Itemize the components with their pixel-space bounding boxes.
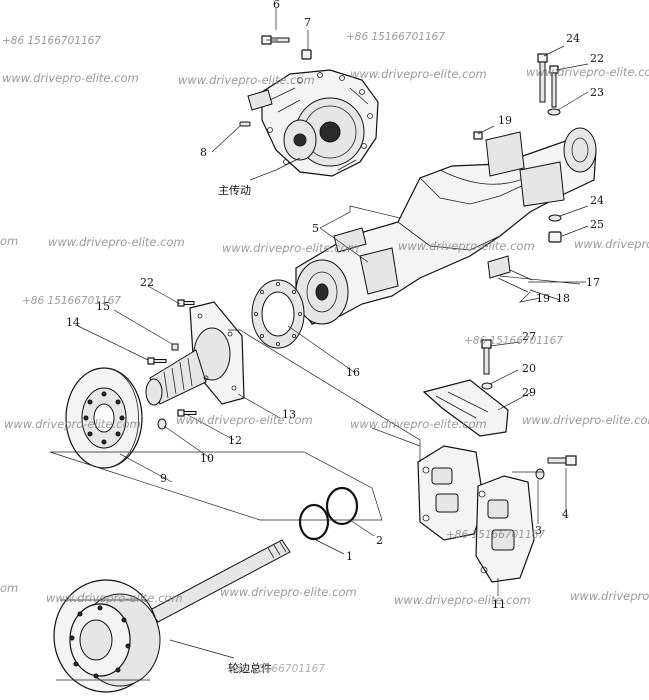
- bolt-23: [177, 299, 195, 307]
- pin-8: [239, 121, 251, 127]
- bracket-29: [422, 379, 509, 437]
- bolt-15: [171, 343, 179, 351]
- callout-4: 4: [562, 508, 569, 521]
- bolt-28: [481, 339, 492, 375]
- watermark-site: www.drivepro-elite.com: [574, 237, 649, 251]
- brake-disc-9: [65, 367, 143, 469]
- callout-23: 22: [140, 276, 154, 289]
- watermark-phone: +86 15166701167: [464, 335, 563, 347]
- watermark-site-fragment: om: [0, 581, 18, 595]
- callout-15: 15: [96, 300, 110, 313]
- callout-29: 29: [522, 386, 536, 399]
- callout-19: 19: [536, 292, 550, 305]
- watermark-phone: +86 15166701167: [346, 31, 445, 43]
- watermark-site: www.drivepro-elite.com: [350, 67, 487, 81]
- axle-housing: [295, 127, 597, 325]
- washer-10: [157, 418, 167, 430]
- watermark-site: www.drivepro-elite.com: [522, 413, 649, 427]
- callout-26: 25: [590, 218, 604, 231]
- watermark-site: www.drivepro-elite.com: [48, 235, 185, 249]
- gasket-16: [251, 279, 305, 349]
- callout-2: 2: [376, 534, 383, 547]
- callout-22: 20: [522, 362, 536, 375]
- callout-5: 5: [312, 222, 319, 235]
- callout-17: 17: [586, 276, 600, 289]
- washer-22: [481, 382, 493, 390]
- callout-labels: 6 7 8 主传动 24 22 23 19 5 24 25 17 18 19 2…: [66, 0, 604, 675]
- washer-25-upper: [547, 108, 561, 116]
- differential-assembly: [247, 69, 379, 177]
- spindle-13: [145, 301, 245, 406]
- watermarks: +86 15166701167 +86 15166701167 www.driv…: [0, 31, 649, 675]
- caption-wheel-side: 轮边总件: [228, 661, 272, 675]
- callout-25-upper: 23: [590, 86, 604, 99]
- callout-8: 8: [200, 146, 207, 159]
- watermark-phone: +86 15166701167: [446, 529, 545, 541]
- watermark-site: www.drivepro-elite.com: [46, 591, 183, 605]
- watermark-site: www.drivepro-elite.com: [350, 417, 487, 431]
- watermark-site: www.drivepro-elite.com: [176, 413, 313, 427]
- half-shaft: [149, 539, 291, 623]
- callout-18: 18: [556, 292, 570, 305]
- callout-7: 7: [304, 16, 311, 29]
- brake-caliper-left: [417, 445, 485, 541]
- bolt-14: [147, 357, 167, 365]
- watermark-site: www.drivepro-elite.com: [526, 65, 649, 79]
- ring-1: [298, 503, 330, 541]
- watermark-phone: +86 15166701167: [2, 35, 101, 47]
- washer-25-lower: [548, 214, 562, 222]
- nut-26: [548, 231, 562, 243]
- callout-12: 12: [228, 434, 242, 447]
- callout-1: 1: [346, 550, 353, 563]
- wheel-hub-assembly: [53, 579, 161, 693]
- watermark-site: www.drivepro-elite.com: [4, 417, 141, 431]
- callout-24: 22: [590, 52, 604, 65]
- callout-27: 24: [566, 32, 580, 45]
- callout-25-lower: 24: [590, 194, 604, 207]
- watermark-phone: +86 15166701167: [22, 295, 121, 307]
- callout-14: 14: [66, 316, 80, 329]
- brake-caliper-11: [475, 475, 535, 583]
- ring-2: [325, 486, 359, 526]
- callout-16: 16: [346, 366, 360, 379]
- watermark-site: www.drivepro-elite.com: [570, 589, 649, 603]
- watermark-site: www.drivepro-elite.com: [222, 241, 359, 255]
- watermark-site-fragment: om: [0, 234, 18, 248]
- bolt-20: [473, 131, 483, 140]
- nut-7: [301, 49, 312, 60]
- bolt-4: [547, 455, 577, 466]
- callout-13: 13: [282, 408, 296, 421]
- watermark-site: www.drivepro-elite.com: [178, 73, 315, 87]
- callout-20: 19: [498, 114, 512, 127]
- callout-3: 3: [535, 524, 542, 537]
- callout-28: 27: [522, 330, 536, 343]
- callout-11: 11: [492, 598, 506, 611]
- callout-6: 6: [273, 0, 280, 11]
- watermark-phone: +86 15166701167: [226, 663, 325, 675]
- callout-10: 10: [200, 452, 214, 465]
- callout-9: 9: [160, 472, 167, 485]
- leader-lines: [49, 8, 589, 659]
- watermark-site: www.drivepro-elite.com: [394, 593, 531, 607]
- watermark-site: www.drivepro-elite.com: [220, 585, 357, 599]
- caption-main-drive: 主传动: [218, 184, 251, 197]
- watermark-site: www.drivepro-elite.com: [2, 71, 139, 85]
- watermark-site: www.drivepro-elite.com: [398, 239, 535, 253]
- bolt-27: [537, 53, 548, 103]
- bolt-12: [177, 409, 197, 417]
- washer-3: [535, 468, 545, 480]
